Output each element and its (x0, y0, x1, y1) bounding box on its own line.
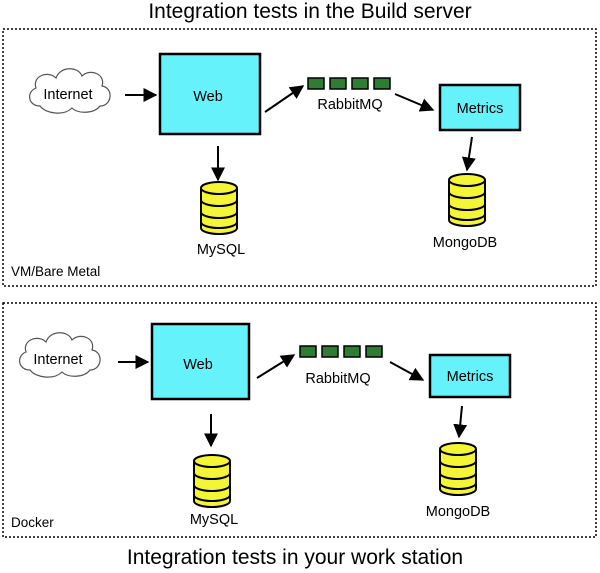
mysql-node: MySQL (190, 454, 238, 528)
arrow-icon (389, 361, 425, 381)
internet-label: Internet (43, 87, 92, 103)
arrow-icon (461, 136, 476, 172)
web-node: Web (150, 322, 251, 401)
panel-border (2, 302, 597, 538)
mysql-label: MySQL (190, 512, 238, 528)
arrow-icon (264, 85, 305, 113)
env-label: Docker (11, 515, 54, 530)
database-icon (448, 173, 486, 227)
web-box (158, 52, 262, 136)
web-box (150, 322, 251, 401)
metrics-label: Metrics (447, 369, 494, 385)
metrics-node: Metrics (438, 83, 522, 132)
mongodb-label: MongoDB (433, 235, 497, 251)
metrics-box (438, 83, 522, 132)
web-node: Web (158, 52, 262, 136)
internet-label: Internet (33, 352, 82, 368)
internet-node: Internet (18, 332, 101, 378)
mysql-node: MySQL (197, 181, 245, 258)
mongodb-label: MongoDB (426, 504, 490, 520)
rabbitmq-node: RabbitMQ (307, 77, 391, 113)
arrow-icon (394, 93, 435, 112)
web-label: Web (193, 89, 223, 105)
database-icon (439, 442, 477, 496)
bottom-title: Integration tests in your work station (127, 546, 463, 569)
env-label: VM/Bare Metal (11, 264, 100, 279)
top-title: Integration tests in the Build server (148, 0, 471, 23)
panel-border (2, 28, 597, 287)
queue-icon (299, 345, 383, 358)
metrics-label: Metrics (457, 101, 504, 117)
mysql-label: MySQL (197, 242, 245, 258)
arrow-icon (256, 354, 296, 379)
database-icon (193, 454, 231, 508)
mongodb-node: MongoDB (426, 442, 490, 520)
rabbitmq-label: RabbitMQ (317, 97, 382, 113)
rabbitmq-label: RabbitMQ (305, 371, 370, 387)
rabbitmq-node: RabbitMQ (299, 345, 383, 387)
queue-icon (307, 77, 391, 90)
web-label: Web (183, 357, 213, 373)
panel-work-station: Internet Web RabbitMQ Metrics MySQL Mong… (2, 302, 597, 538)
internet-node: Internet (28, 68, 111, 114)
mongodb-node: MongoDB (433, 173, 497, 251)
metrics-node: Metrics (428, 353, 512, 399)
database-icon (200, 181, 238, 235)
arrow-icon (453, 405, 468, 439)
metrics-box (428, 353, 512, 399)
panel-build-server: Internet Web RabbitMQ Metrics MySQL Mong… (2, 28, 597, 287)
